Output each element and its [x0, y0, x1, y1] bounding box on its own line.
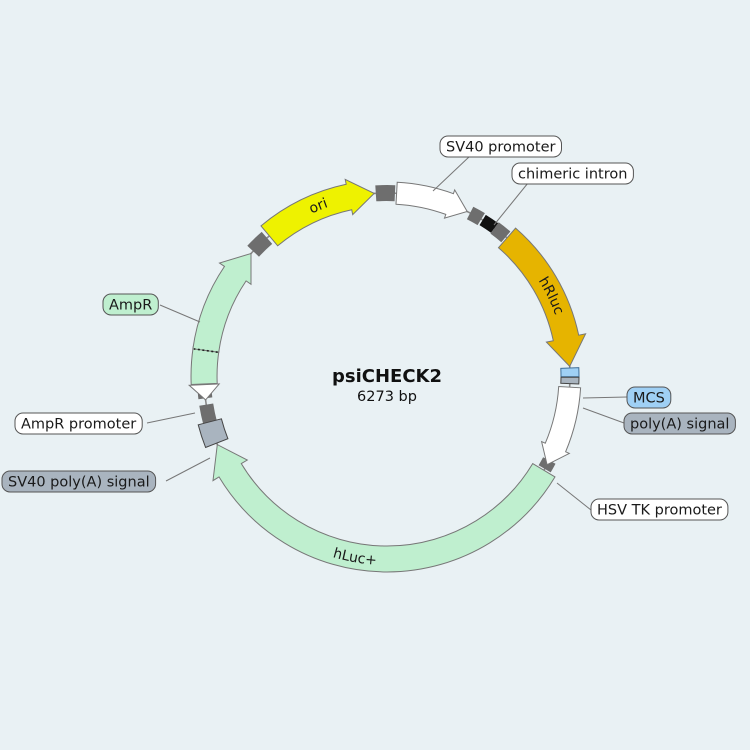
chimeric-intron-label-box — [511, 162, 634, 185]
promoter-flank-block — [466, 206, 485, 226]
sv40-polya-signal-label-text: SV40 poly(A) signal — [8, 475, 150, 491]
sv40-promoter-arrow — [395, 181, 468, 219]
ampr-arrow-head — [192, 252, 252, 353]
mcs-label-leader — [582, 396, 628, 399]
sv40-polya-signal-block — [197, 418, 229, 449]
ampr-label-box — [102, 293, 159, 316]
ampr-promoter-arrow — [187, 383, 221, 401]
hluc-arrow — [212, 443, 556, 573]
mcs-block — [560, 367, 580, 378]
hsv-tk-promoter-label: HSV TK promoter — [590, 498, 729, 521]
mcs-label: MCS — [626, 386, 672, 409]
ampr-label-text: AmpR — [109, 298, 152, 314]
chimeric-intron-label-text: chimeric intron — [518, 167, 627, 183]
sv40-promoter-label-box — [439, 135, 562, 158]
sv40-promoter-label-text: SV40 promoter — [446, 140, 556, 156]
ampr-label: AmpR — [102, 293, 159, 316]
sv40-polya-signal-label: SV40 poly(A) signal — [1, 470, 157, 493]
ori-flank-block-left — [247, 231, 273, 257]
polya-signal-label: poly(A) signal — [623, 412, 736, 435]
chimeric-intron-label-leader — [493, 182, 529, 226]
ampr-body-block — [190, 346, 220, 386]
hsv-tk-promoter-label-leader — [556, 482, 592, 511]
ampr-promoter-label: AmpR promoter — [14, 412, 143, 435]
intron-flank-block — [490, 222, 511, 243]
ampr-promoter-label-box — [14, 412, 143, 435]
ori-arrow — [260, 178, 376, 247]
feature-blocks — [190, 185, 580, 473]
ampr-promoter-label-leader — [146, 412, 196, 424]
hrluc-arrow — [497, 227, 587, 368]
chimeric-intron-label: chimeric intron — [511, 162, 634, 185]
sv40-promoter-label-leader — [432, 155, 471, 192]
sv40-polya-flank-block — [199, 403, 217, 426]
polya-signal-label-box — [623, 412, 736, 435]
sv40-polya-signal-label-leader — [165, 457, 211, 482]
mcs-label-box — [626, 386, 672, 409]
hsv-tk-promoter-arrow — [540, 385, 582, 466]
hsv-tk-promoter-label-box — [590, 498, 729, 521]
hsv-tk-promoter-label-text: HSV TK promoter — [597, 503, 722, 519]
polya-signal-label-leader — [582, 407, 625, 424]
ampr-promoter-label-text: AmpR promoter — [21, 417, 136, 433]
ori-flank-block-right — [375, 185, 396, 202]
sv40-promoter-label: SV40 promoter — [439, 135, 562, 158]
plasmid-size: 6273 bp — [357, 389, 417, 405]
sv40-polya-signal-label-box — [1, 470, 157, 493]
plasmid-name: psiCHECK2 — [332, 366, 442, 387]
label-leader-lines — [146, 155, 628, 511]
polya-signal-label-text: poly(A) signal — [630, 417, 729, 433]
feature-arrows — [187, 178, 587, 573]
ampr-label-leader — [159, 304, 201, 323]
chimeric-intron-block — [479, 214, 499, 233]
ori-feature-label: ori — [307, 196, 330, 218]
mcs-label-text: MCS — [633, 391, 665, 407]
polya-signal-block — [560, 376, 580, 385]
